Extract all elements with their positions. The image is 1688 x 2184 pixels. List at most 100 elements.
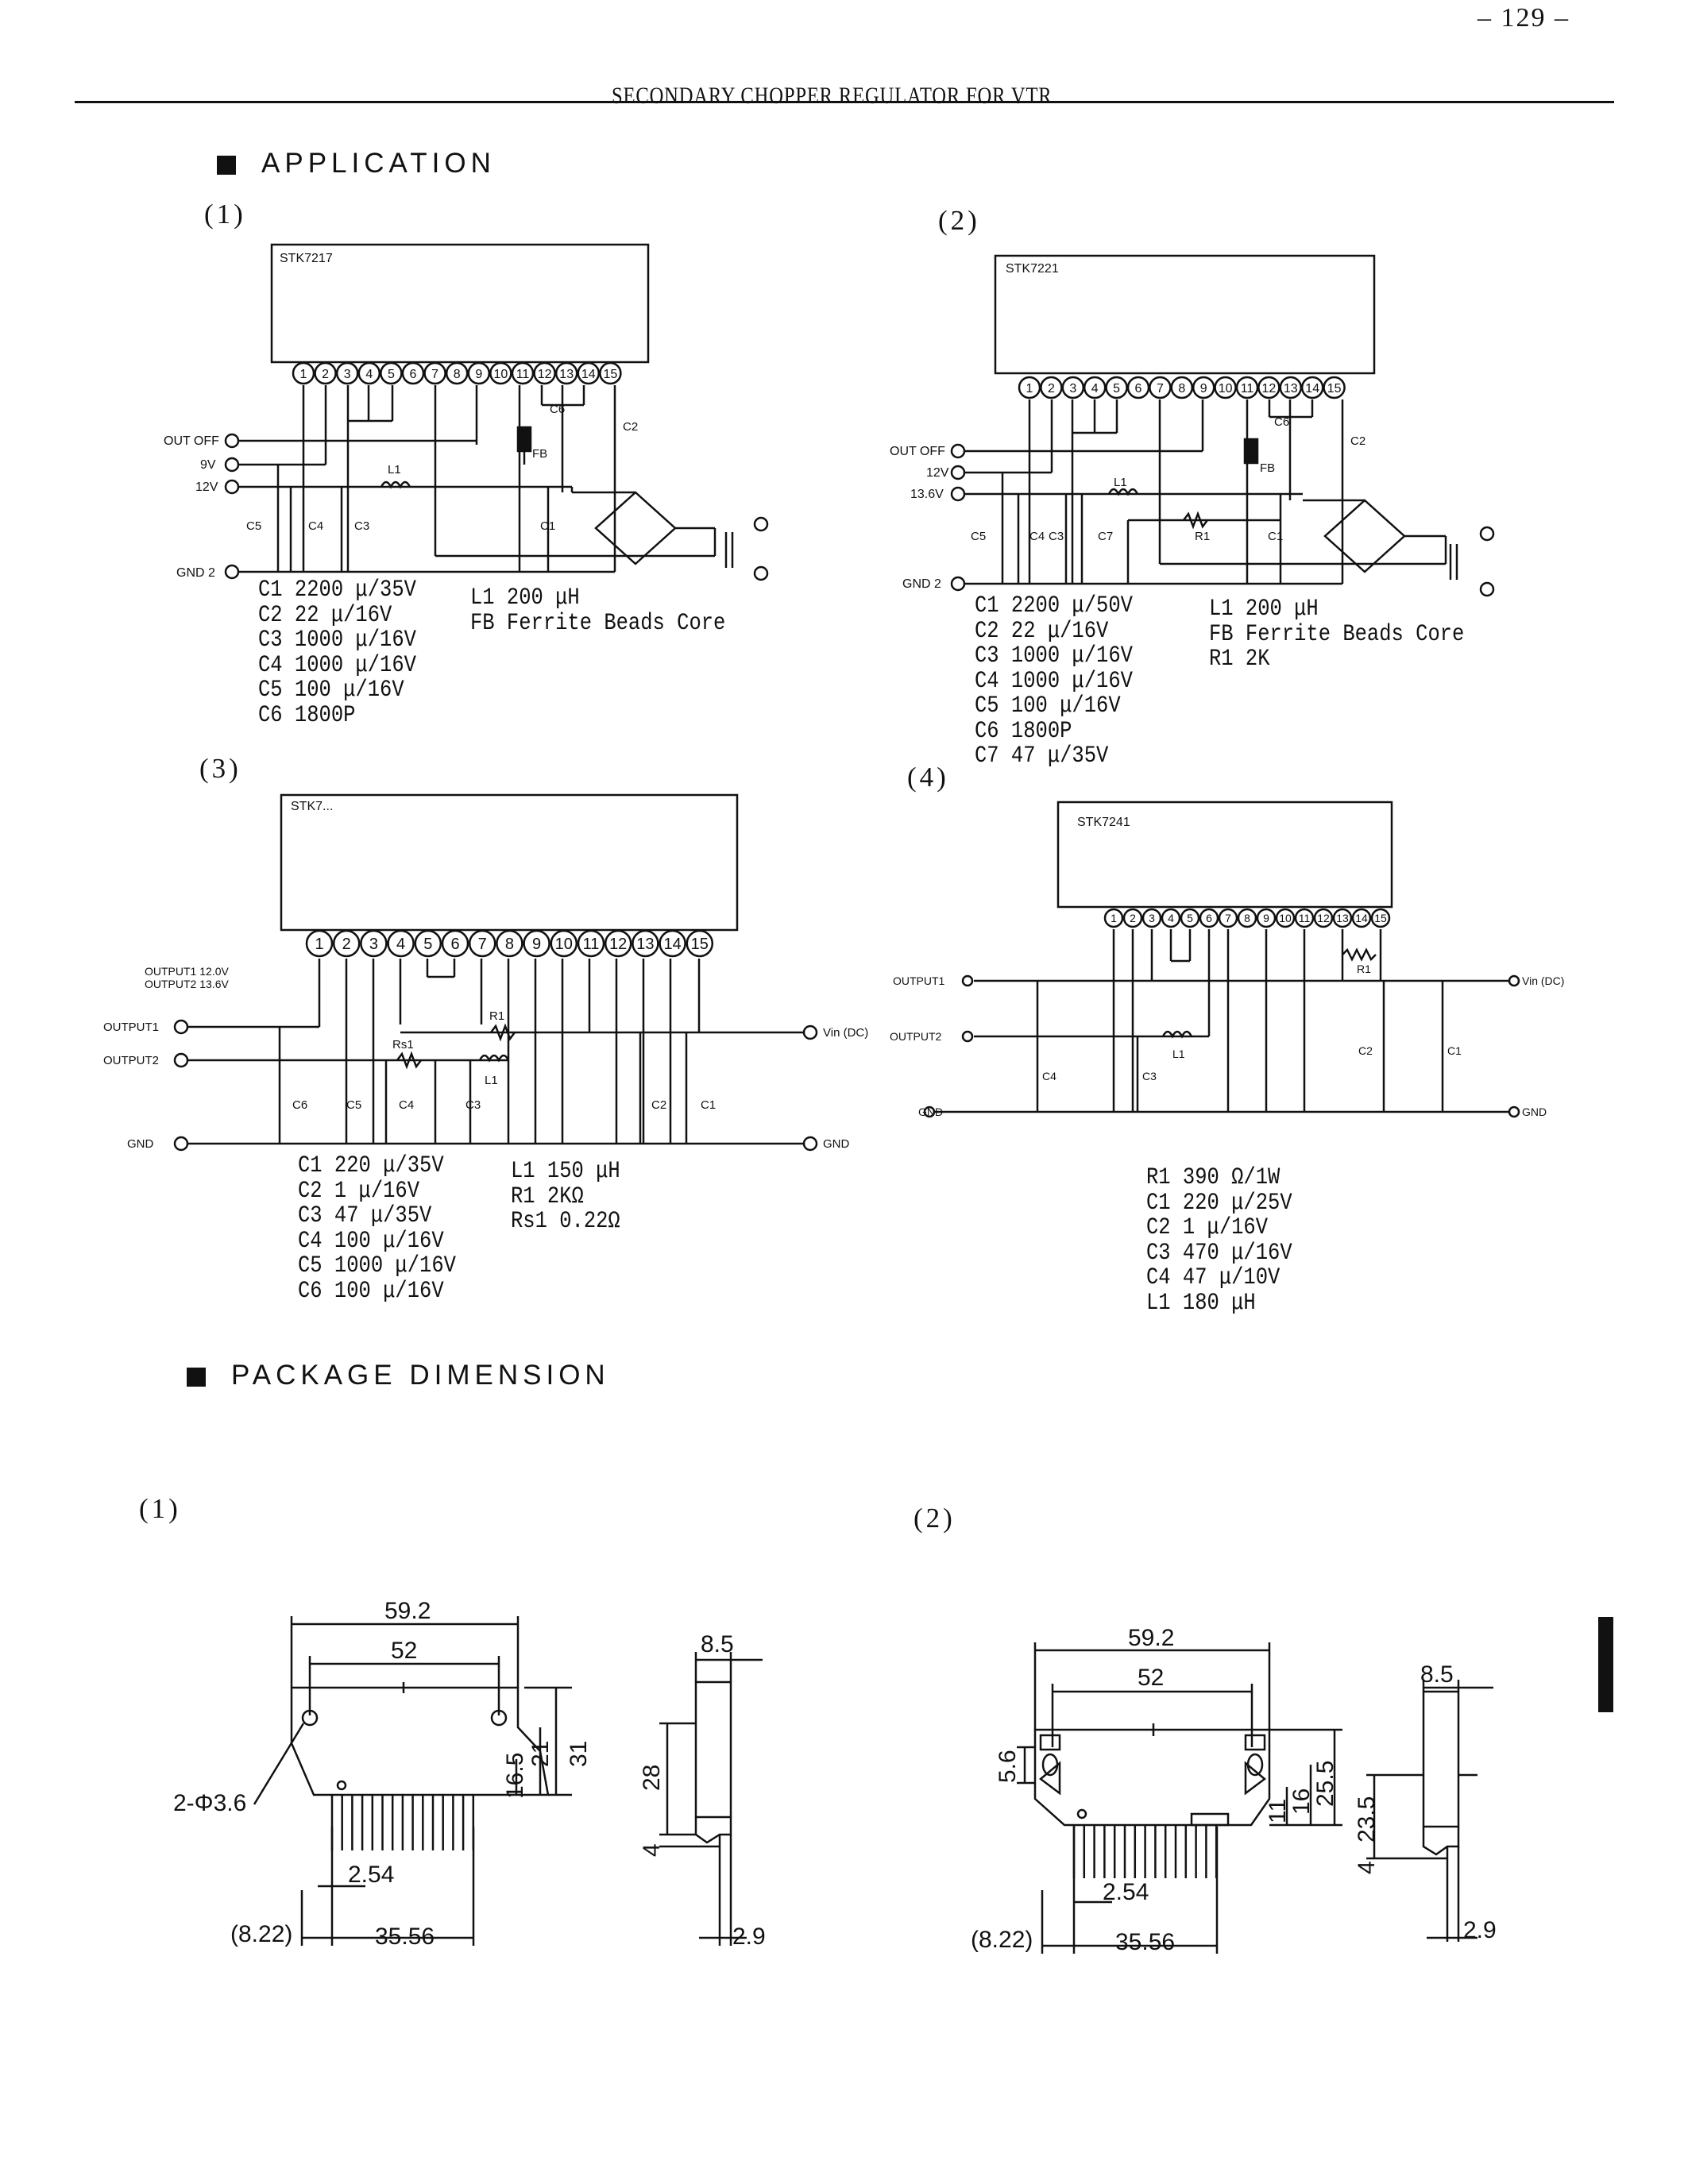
circuit3-lbl-c6: C6 [292,1098,307,1112]
circuit3-lbl-c4: C4 [399,1098,414,1112]
pin-circle-4 [357,361,381,385]
pin-label-1: 1 [1111,912,1117,924]
pin-circle-13 [632,929,659,958]
pin-circle-1 [1018,376,1041,399]
pin-circle-5 [1105,376,1128,399]
circuit2-lbl-c4: C4 [1029,530,1045,543]
pin-label-8: 8 [1244,912,1250,924]
pin-label-1: 1 [315,936,323,953]
pin-circle-11 [1235,376,1259,399]
circuit1-lbl-c4: C4 [308,519,323,533]
pkg1-dim-8-22: (8.22) [230,1921,292,1947]
pkg2-dim-23-5: 23.5 [1354,1796,1380,1843]
pin-label-1: 1 [1026,382,1033,396]
pin-label-3: 3 [1069,382,1076,396]
circuit2-label: (2) [938,205,980,236]
pin-label-7: 7 [1225,912,1231,924]
pin-circle-8 [1170,376,1194,399]
pin-label-13: 13 [636,936,654,953]
circuit4-term-output1: OUTPUT1 [893,974,945,987]
page-number: – 129 – [1477,3,1570,33]
pin-circle-15 [599,361,622,385]
circuit2-lbl-c2: C2 [1350,434,1365,448]
pin-label-12: 12 [1317,912,1330,924]
circuit2-lbl-c6: C6 [1274,415,1289,429]
pin-label-12: 12 [538,368,552,381]
pkg2-dim-5-6: 5.6 [995,1750,1021,1783]
circuit4-chip-name: STK7241 [1077,816,1130,829]
pin-label-13: 13 [1284,382,1298,396]
pkg2-dim-4: 4 [1354,1861,1380,1874]
pin-label-6: 6 [410,368,417,381]
circuit3-text: STK7... OUTPUT1 12.0V OUTPUT2 13.6V OUTP… [103,800,868,1151]
pin-label-5: 5 [1113,382,1120,396]
pin-circle-9 [1192,376,1215,399]
circuit4-lbl-c3: C3 [1142,1070,1157,1082]
pin-label-2: 2 [322,368,329,381]
circuit1-term-9v: 9V [200,458,216,472]
pin-label-5: 5 [1187,912,1193,924]
pin-label-5: 5 [423,936,432,953]
pin-label-9: 9 [1200,382,1207,396]
circuit3-lbl-l1: L1 [485,1074,498,1087]
side-tab-mark [1598,1617,1613,1712]
circuit3-lbl-c1: C1 [701,1098,716,1112]
pin-circle-4 [1083,376,1107,399]
pkg2-dim-2-54: 2.54 [1103,1879,1149,1905]
circuit3-term-gnd-right: GND [823,1137,850,1151]
pin-circle-7 [468,929,496,958]
circuit1-lbl-c1: C1 [540,519,555,533]
pin-label-7: 7 [431,368,438,381]
pin-circle-9 [467,361,491,385]
pin-circle-15 [1370,908,1391,928]
header-rule [75,101,1614,103]
circuit1-label: (1) [204,199,246,230]
circuit3-note-output1: OUTPUT1 12.0V [145,965,229,978]
pin-label-7: 7 [478,936,487,953]
pin-label-11: 11 [516,368,530,381]
circuit3-lbl-c5: C5 [346,1098,361,1112]
circuit2-lbl-c3: C3 [1049,530,1064,543]
circuit2-lbl-c5: C5 [971,530,986,543]
circuit1-lbl-l1: L1 [388,463,401,477]
circuit3-parts-list: C1 220 μ/35V C2 1 μ/16V C3 47 μ/35V C4 1… [298,1152,456,1305]
pin-circle-4 [387,929,415,958]
pin-label-15: 15 [691,936,709,953]
circuit1-term-outoff: OUT OFF [164,434,219,448]
pin-circle-15 [1323,376,1346,399]
circuit2-lbl-c1: C1 [1268,530,1283,543]
pkg2-dim-25-5: 25.5 [1312,1761,1338,1807]
circuit1-parts-list-right: L1 200 μH FB Ferrite Beads Core [470,585,726,637]
pin-circle-8 [496,929,523,958]
pin-circle-2 [314,361,337,385]
pin-label-3: 3 [369,936,378,953]
circuit2-lbl-fb: FB [1260,461,1275,475]
pin-label-13: 13 [559,368,574,381]
pkg2-dim-8-5: 8.5 [1420,1661,1454,1688]
pin-circle-9 [523,929,550,958]
pin-circle-3 [1061,376,1085,399]
pin-label-15: 15 [1327,382,1342,396]
pin-circle-1 [292,361,315,385]
pin-label-12: 12 [1262,382,1277,396]
circuit4-lbl-r1: R1 [1357,963,1371,975]
pin-circle-2 [332,929,361,958]
pin-circle-12 [604,929,632,958]
pin-label-7: 7 [1157,382,1164,396]
circuit4-term-output2: OUTPUT2 [890,1030,942,1043]
circuit1-term-12v: 12V [195,480,218,494]
circuit3-lbl-c2: C2 [651,1098,666,1112]
pin-label-9: 9 [1263,912,1269,924]
pin-circle-14 [1300,376,1324,399]
pin-circle-5 [380,361,403,385]
pin-label-8: 8 [454,368,461,381]
pin-label-11: 11 [1299,912,1311,924]
pin-circle-11 [511,361,535,385]
pkg1-dim-59-2: 59.2 [384,1598,431,1624]
pin-label-4: 4 [1091,382,1099,396]
section-application: APPLICATION [217,148,496,179]
